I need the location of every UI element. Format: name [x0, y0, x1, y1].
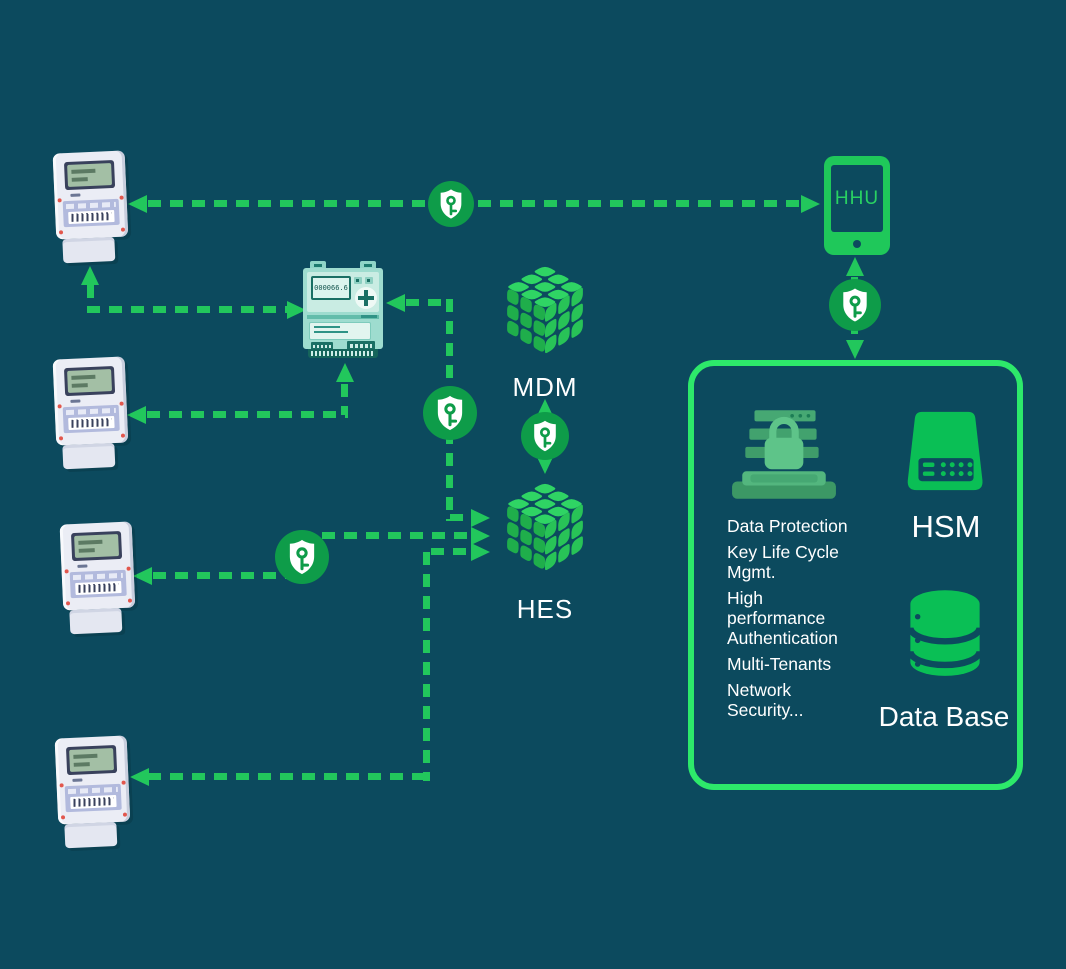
meter-body — [52, 150, 129, 240]
shield-key-icon-mdm-hes — [521, 412, 569, 460]
meter-terminal-cover — [69, 608, 123, 635]
arrowhead-to-meter2 — [127, 406, 146, 424]
database-label: Data Base — [878, 701, 1010, 732]
meter-lcd — [69, 748, 115, 772]
arrowhead-to-meter1 — [128, 195, 147, 213]
mdm-label: MDM — [512, 372, 578, 402]
link-concentrator-hes-h2 — [450, 514, 472, 521]
hhu-label: HHU — [834, 187, 880, 209]
concentrator-divider — [307, 315, 379, 319]
meter-barcode — [68, 209, 115, 224]
meter-label-panel — [62, 404, 120, 434]
hes-cube-icon — [507, 482, 583, 571]
arrowhead-to-concentrator-right — [386, 294, 405, 312]
link-meter4-hes-h1 — [431, 548, 470, 555]
meter-label-panel — [64, 783, 122, 813]
link-meter4-hes-v — [423, 552, 430, 781]
link-meter3-hes-h2 — [322, 532, 470, 539]
arrowhead-to-hes-3 — [471, 543, 490, 561]
arrowhead-to-meter4 — [130, 768, 149, 786]
concentrator-indicator — [354, 277, 362, 284]
feature-list: Data Protection Key Life Cycle Mgmt. Hig… — [727, 516, 859, 726]
hsm-label: HSM — [911, 509, 981, 544]
data-concentrator: 000066.6 — [303, 261, 383, 358]
feature-item: Network Security... — [727, 680, 804, 720]
concentrator-counter — [347, 341, 375, 351]
meter-barcode — [75, 580, 122, 595]
meter-barcode — [70, 794, 117, 809]
hhu-home-button — [853, 240, 861, 248]
arrowhead-to-meter1-bottom — [81, 266, 99, 285]
feature-item: Key Life Cycle Mgmt. — [727, 542, 839, 582]
meter-body — [54, 735, 131, 825]
link-meter1-hhu — [148, 200, 800, 207]
meter-terminal-cover — [64, 822, 118, 849]
meter-lcd — [67, 369, 113, 393]
meter-port — [77, 564, 88, 568]
smart-meter-2 — [52, 356, 130, 471]
arrowhead-to-concentrator-left — [287, 301, 306, 319]
concentrator-face: 000066.6 — [307, 272, 379, 312]
arrowhead-to-hhu — [801, 195, 820, 213]
feature-item: High performance Authentication — [727, 588, 838, 648]
arrowhead-to-hes-top — [536, 455, 554, 474]
concentrator-buttons — [311, 342, 333, 351]
link-meter4-hes-h2 — [148, 773, 423, 780]
meter-display — [63, 365, 116, 397]
hsm-icon — [907, 411, 983, 491]
link-meter1-concentrator-h — [87, 306, 287, 313]
concentrator-mount-tab — [310, 261, 326, 270]
meter-display — [65, 744, 118, 776]
feature-item: Multi-Tenants — [727, 654, 832, 674]
meter-label-panel — [69, 569, 127, 599]
meter-port — [70, 193, 81, 197]
meter-barcode — [68, 415, 115, 430]
shield-key-icon-hhu-panel — [829, 279, 881, 331]
arrowhead-to-hhu-bottom — [846, 257, 864, 276]
hhu-screen: HHU — [831, 165, 883, 232]
meter-body — [59, 521, 136, 611]
smart-meter-3 — [59, 521, 137, 636]
arrowhead-to-concentrator-bottom — [336, 363, 354, 382]
link-meter1-concentrator-v — [87, 285, 94, 310]
hes-label: HES — [516, 594, 574, 624]
concentrator-terminals — [308, 349, 378, 358]
arrowhead-to-panel — [846, 340, 864, 359]
shield-key-icon-meter3-hes — [275, 530, 329, 584]
meter-display — [63, 159, 116, 191]
meter-display — [70, 530, 123, 562]
meter-body — [52, 356, 129, 446]
arrowhead-to-meter3 — [133, 567, 152, 585]
meter-terminal-cover — [62, 443, 116, 470]
meter-lcd — [74, 534, 120, 558]
concentrator-body: 000066.6 — [303, 268, 383, 351]
meter-label-panel — [62, 198, 120, 228]
link-concentrator-hes-h1 — [406, 299, 453, 306]
concentrator-indicator — [365, 277, 373, 284]
hhu-device: HHU — [824, 156, 890, 255]
meter-lcd — [67, 163, 113, 187]
database-icon — [907, 590, 983, 676]
arrowhead-to-hes-2 — [471, 527, 490, 545]
link-meter3-hes-h1 — [153, 572, 296, 579]
concentrator-mount-tab — [360, 261, 376, 270]
data-protection-icon — [732, 410, 836, 499]
security-panel: HSM Data Protection Key Life Cycle Mgmt.… — [688, 360, 1023, 790]
link-meter2-concentrator-h — [147, 411, 348, 418]
smart-meter-4 — [54, 735, 132, 850]
meter-terminal-cover — [62, 237, 116, 264]
shield-key-icon-meter1-hhu — [428, 181, 474, 227]
meter-port — [70, 399, 81, 403]
feature-item: Data Protection — [727, 516, 848, 536]
concentrator-nameplate — [309, 322, 371, 340]
concentrator-display: 000066.6 — [311, 276, 351, 300]
smart-meter-1 — [52, 150, 130, 265]
meter-port — [72, 778, 83, 782]
arrowhead-to-hes-1 — [471, 509, 490, 527]
mdm-cube-icon — [507, 265, 583, 354]
concentrator-keypad-icon — [355, 287, 377, 309]
link-meter2-concentrator-v — [341, 384, 348, 415]
shield-key-icon-concentrator-hes — [423, 386, 477, 440]
